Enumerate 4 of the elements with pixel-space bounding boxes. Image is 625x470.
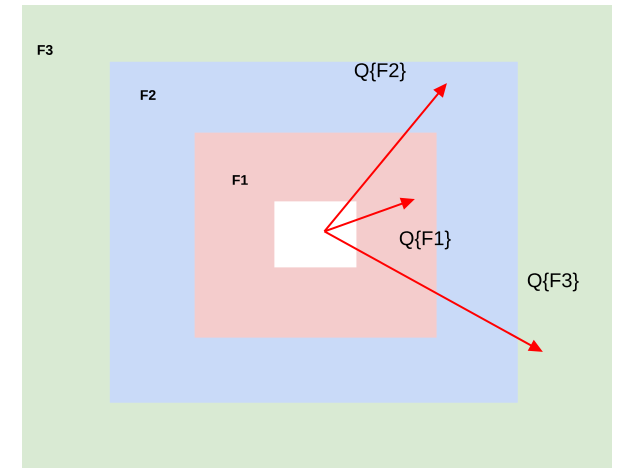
edge-label: Q{F2} <box>354 62 406 82</box>
empty-box <box>274 201 356 268</box>
edge-label: Q{F3} <box>528 272 579 292</box>
edge-label: Q{F1} <box>400 230 451 250</box>
